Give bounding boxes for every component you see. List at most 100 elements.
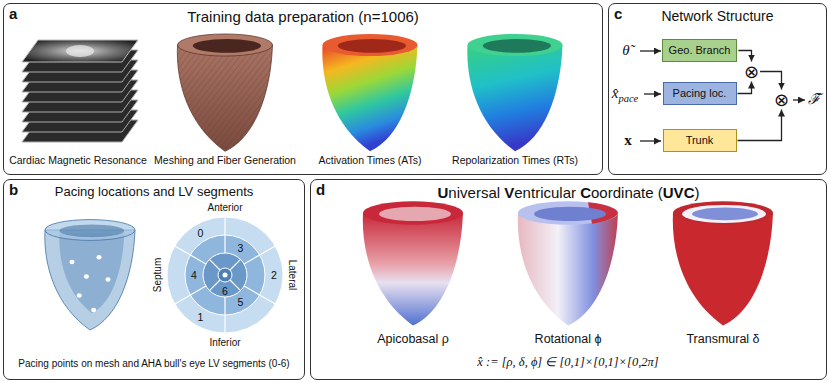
heart-rim [673, 201, 773, 224]
title-letter: u [551, 184, 559, 201]
panel-title: Network Structure [609, 8, 826, 24]
mri-stack [22, 40, 138, 142]
title-letter [500, 184, 504, 201]
operator-symbol: ⊗ [774, 91, 789, 109]
heart-body [45, 230, 135, 330]
heart-rim [323, 34, 418, 56]
product-operator: ⊗ [744, 63, 759, 81]
bulls-eye [167, 217, 283, 333]
heart-cavity [338, 39, 406, 53]
caption: Cardiac Magnetic Resonance [9, 154, 147, 166]
title-letter: r [608, 184, 613, 201]
pacing-point [84, 274, 89, 278]
panel: dUniversal Ventricular Coordinate (UVC) [310, 179, 827, 380]
title-letter: V [504, 184, 514, 201]
title-letter: e [468, 184, 476, 201]
symbol-base: x̂ [612, 85, 619, 101]
title-letter: t [641, 184, 645, 201]
heart-body [322, 45, 417, 151]
connector-arrow [738, 82, 752, 94]
outer-ring [167, 217, 283, 333]
panel: cNetwork StructureGeo. BranchPacing loc.… [608, 3, 827, 175]
panel-letter: c [614, 5, 622, 22]
title-letter: t [531, 184, 535, 201]
segment-number: 2 [271, 269, 277, 281]
direction-label: Septum [152, 258, 164, 292]
title-letter: i [621, 184, 624, 201]
pacing-heart [45, 220, 135, 330]
pacing-point [96, 255, 101, 259]
heart-body [673, 213, 773, 326]
input-symbol: x̂pace [612, 85, 639, 105]
title-letter: e [514, 184, 522, 201]
arrow [640, 50, 661, 51]
caption: Pacing points on mesh and AHA bull's eye… [7, 358, 301, 370]
arrow [793, 99, 805, 100]
segment-number: 5 [238, 296, 244, 308]
segment-number: 6 [222, 285, 228, 297]
box-label: Trunk [670, 134, 730, 147]
panel: aTraining data preparation (n=1006) [3, 3, 603, 175]
heart-rim [45, 220, 135, 241]
mesh-heart [177, 34, 272, 151]
title-letter: ) [694, 184, 699, 201]
title-letter: n [448, 184, 456, 201]
title-letter: C [684, 184, 695, 201]
segment-number: 0 [198, 227, 204, 239]
panel-letter: a [9, 5, 17, 22]
process-box: Geo. Branch [662, 39, 738, 62]
process-box: Trunk [663, 129, 737, 152]
title-letter: r [571, 184, 576, 201]
title-letter: r [535, 184, 540, 201]
segment-number: 4 [191, 269, 197, 281]
coordinate-label: Transmural δ [686, 332, 759, 346]
pacing-point [91, 308, 96, 312]
title-letter: l [559, 184, 562, 201]
heart-cavity [379, 207, 451, 221]
coordinate-label: Rotational ϕ [535, 332, 602, 346]
box-label: Pacing loc. [670, 87, 730, 100]
title-letter: V [674, 184, 684, 201]
pacing-point [105, 277, 110, 281]
mri-heart [66, 45, 94, 57]
title-letter: n [624, 184, 632, 201]
panel-title: Training data preparation (n=1006) [4, 8, 602, 25]
pacing-point [69, 260, 74, 264]
process-box: Pacing loc. [663, 82, 737, 105]
title-letter: l [497, 184, 500, 201]
heart-body [467, 45, 562, 151]
subscript: pace [618, 93, 638, 104]
title-letter: C [580, 184, 591, 201]
caption: Meshing and Fiber Generation [154, 154, 296, 166]
heart-body [363, 213, 463, 326]
heart-rim [363, 201, 463, 224]
title-letter: c [543, 184, 551, 201]
operator-symbol: ⊗ [744, 63, 759, 81]
direction-label: Anterior [207, 202, 242, 214]
heart-inner [59, 233, 124, 313]
rotational-heart [518, 201, 618, 325]
activation-heart [322, 34, 417, 151]
panel-letter: d [316, 181, 325, 198]
title-letter: a [563, 184, 571, 201]
connector-arrow [738, 51, 751, 62]
title-letter [576, 184, 580, 201]
arrow [640, 140, 661, 141]
heart-body [518, 213, 618, 326]
panel-title: Universal Ventricular Coordinate (UVC) [311, 184, 826, 201]
title-letter: s [481, 184, 489, 201]
output-symbol: ℱ̃ [808, 91, 820, 108]
panel-title: Pacing locations and LV segments [4, 184, 304, 199]
panel-letter: b [9, 181, 18, 198]
title-letter: n [523, 184, 531, 201]
title-letter [654, 184, 658, 201]
apex [218, 268, 232, 282]
fibers [177, 45, 272, 151]
transmural-heart [673, 201, 773, 325]
heart-cavity [692, 208, 758, 221]
segment-number: 3 [238, 242, 244, 254]
direction-label: Inferior [209, 337, 240, 349]
apicobasal-heart [363, 201, 463, 325]
coordinate-label: Apicobasal ρ [377, 332, 449, 346]
